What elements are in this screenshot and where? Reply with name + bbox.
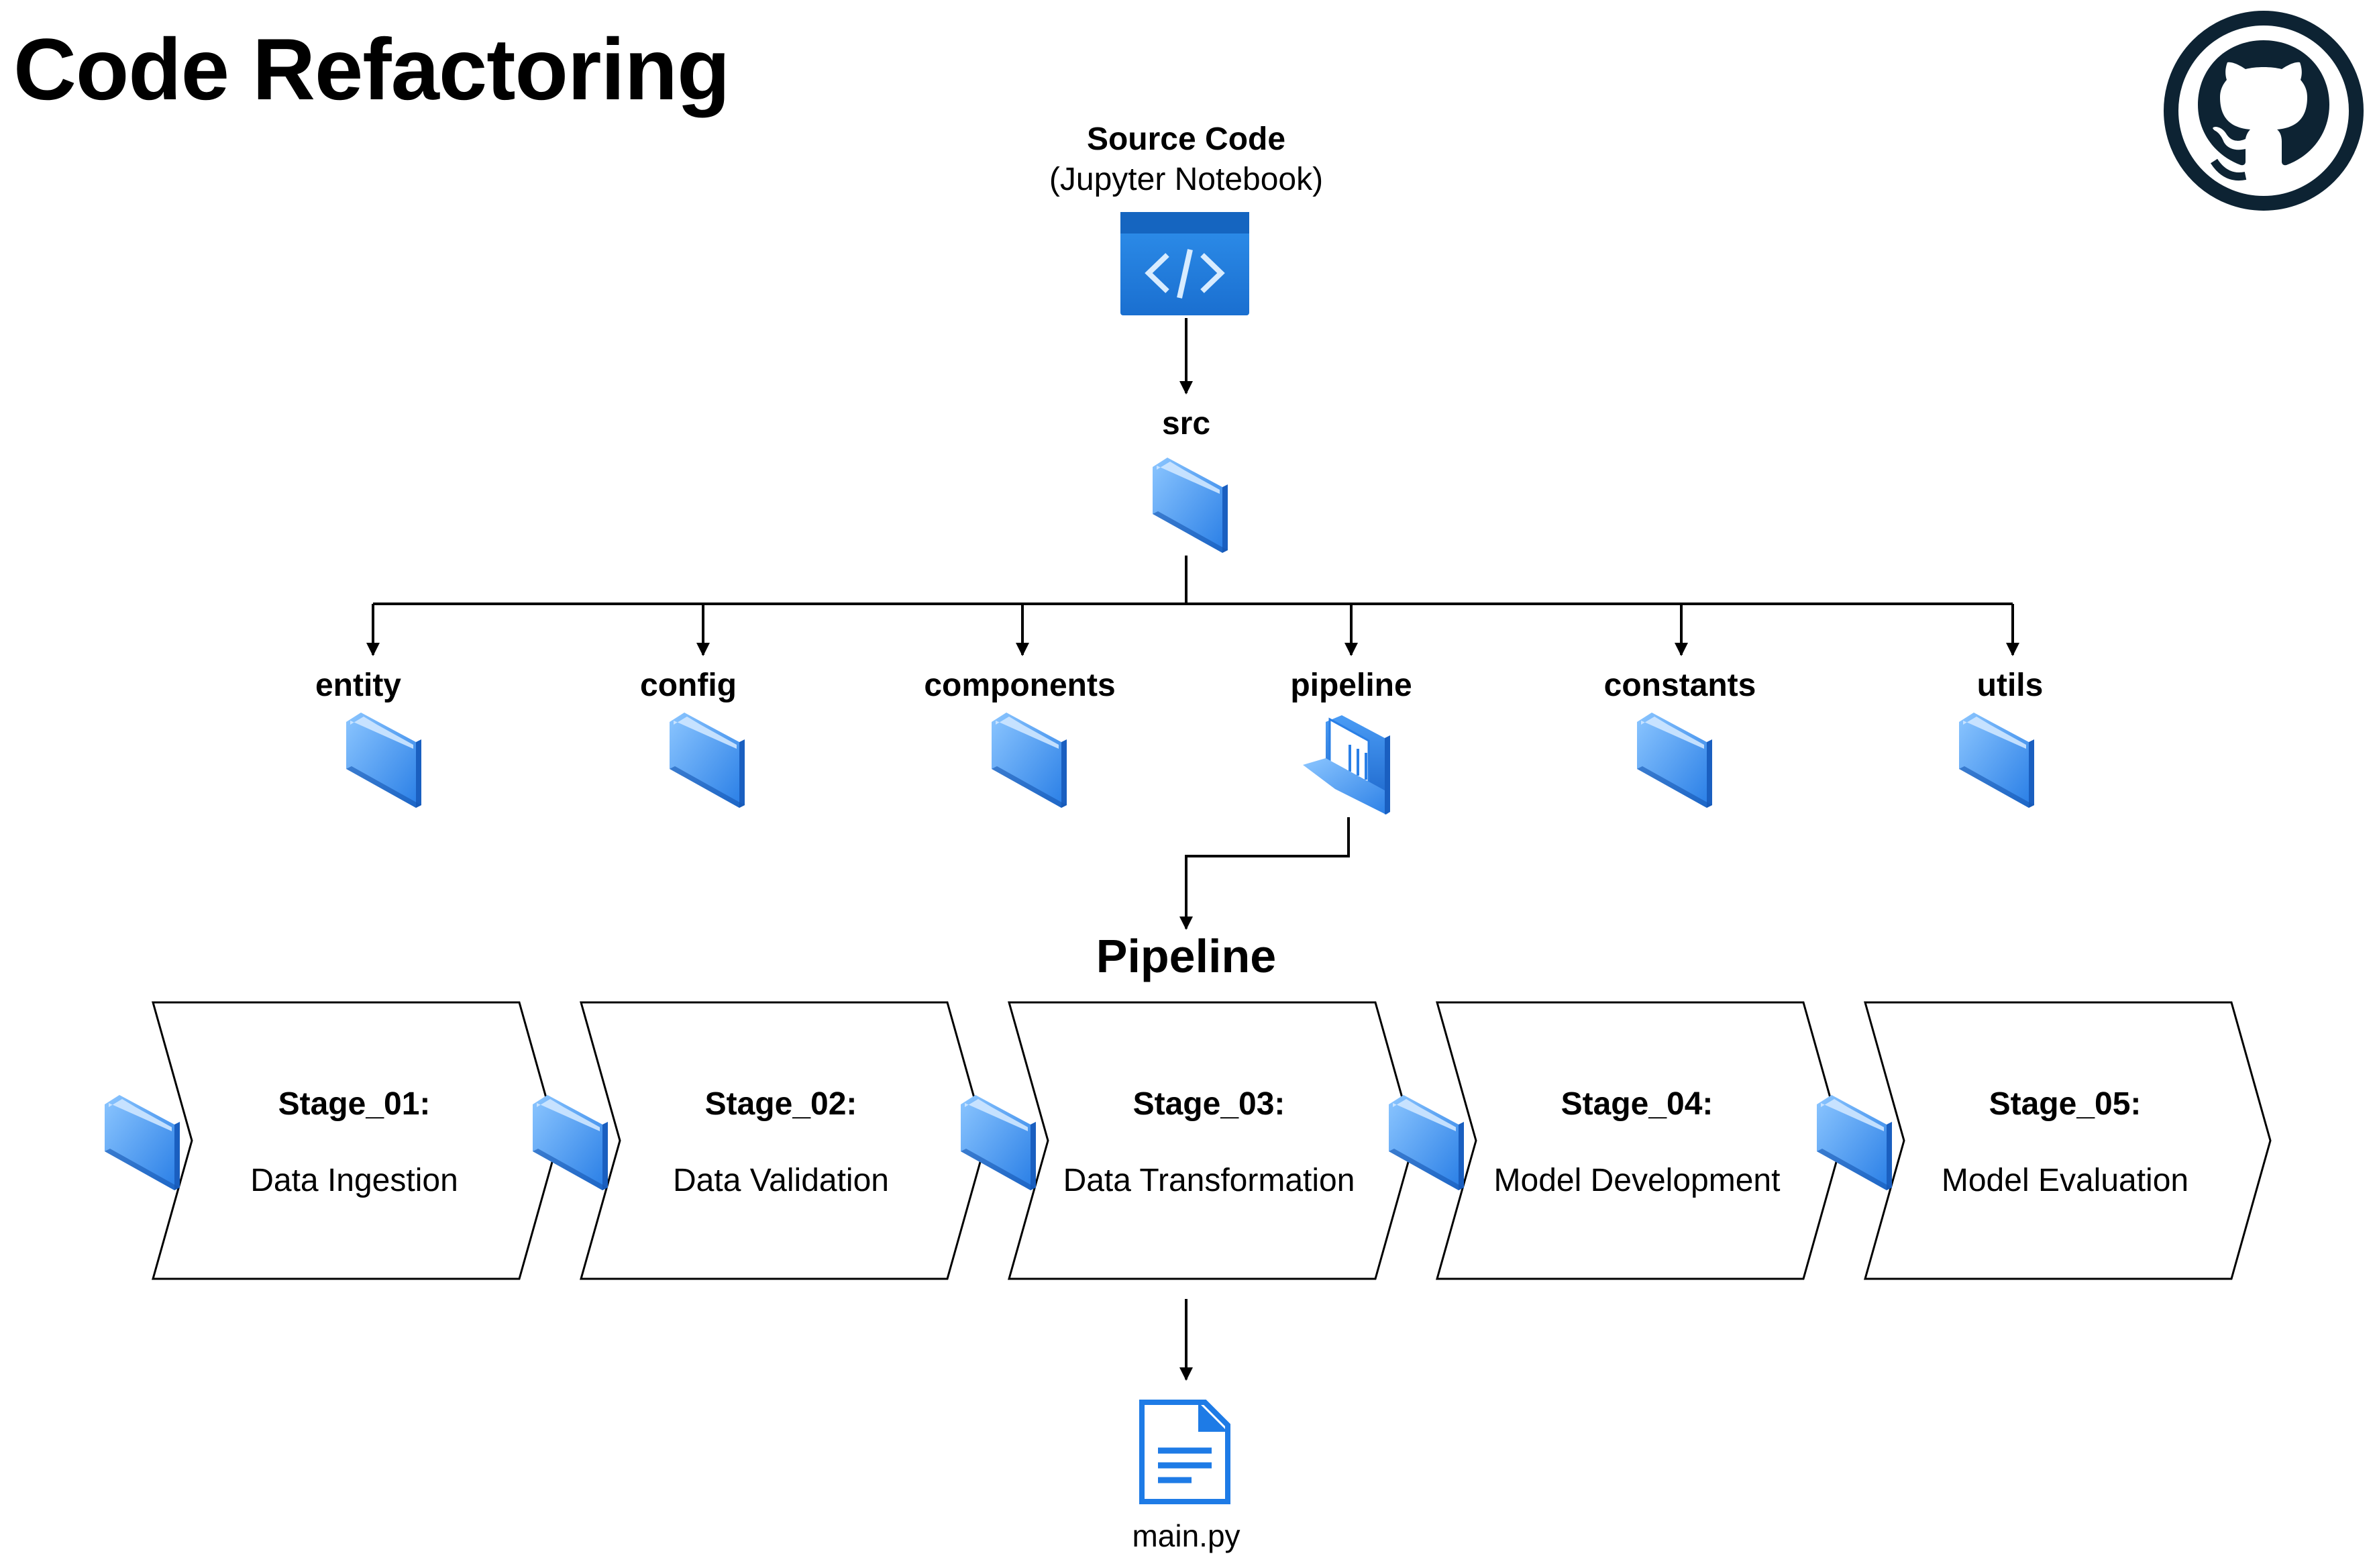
pipeline-open-folder-icon [1303, 715, 1390, 815]
source-code-title: Source Code [1086, 121, 1286, 157]
folder-label-constants: constants [1603, 668, 1756, 703]
main-py-label: main.py [1132, 1518, 1241, 1553]
folder-label-entity: entity [315, 668, 401, 703]
document-icon [1139, 1400, 1230, 1504]
utils-folder-icon [1959, 713, 2034, 808]
connector-pipeline-to-stages [1179, 817, 1350, 930]
stage-03-name: Data Transformation [1063, 1163, 1355, 1198]
connectors [366, 318, 2019, 1381]
src-folder-label: src [1161, 406, 1211, 441]
folder-label-config: config [640, 668, 737, 703]
stage-05-chevron [1864, 1001, 2272, 1280]
entity-folder-icon [346, 713, 421, 808]
src-folder-icon [1153, 458, 1228, 553]
stage-01-heading: Stage_01: [278, 1086, 431, 1122]
github-octocat-icon [2164, 11, 2364, 211]
stage-05-heading: Stage_05: [1989, 1086, 2142, 1122]
code-window-icon [1120, 212, 1249, 315]
stage-04-chevron [1436, 1001, 1844, 1280]
components-folder-icon [992, 713, 1067, 808]
stage-03-chevron [1008, 1001, 1416, 1280]
stage-04-heading: Stage_04: [1561, 1086, 1713, 1122]
folder-label-pipeline: pipeline [1290, 668, 1412, 703]
folder-label-components: components [924, 668, 1116, 703]
pipeline-stages [105, 1001, 2272, 1280]
config-folder-icon [670, 713, 745, 808]
stage-01-name: Data Ingestion [250, 1163, 458, 1198]
page-title: Code Refactoring [13, 20, 730, 118]
stage-03-heading: Stage_03: [1132, 1086, 1285, 1122]
pipeline-title: Pipeline [1096, 930, 1277, 982]
folder-label-utils: utils [1976, 668, 2044, 703]
stage-02-chevron [580, 1001, 988, 1280]
stage-05-name: Model Evaluation [1941, 1163, 2189, 1198]
constants-folder-icon [1637, 713, 1712, 808]
stage-04-name: Model Development [1493, 1163, 1781, 1198]
stage-02-heading: Stage_02: [704, 1086, 857, 1122]
stage-02-name: Data Validation [673, 1163, 889, 1198]
stage-01-chevron [152, 1001, 560, 1280]
source-code-subtitle: (Jupyter Notebook) [1049, 162, 1324, 197]
